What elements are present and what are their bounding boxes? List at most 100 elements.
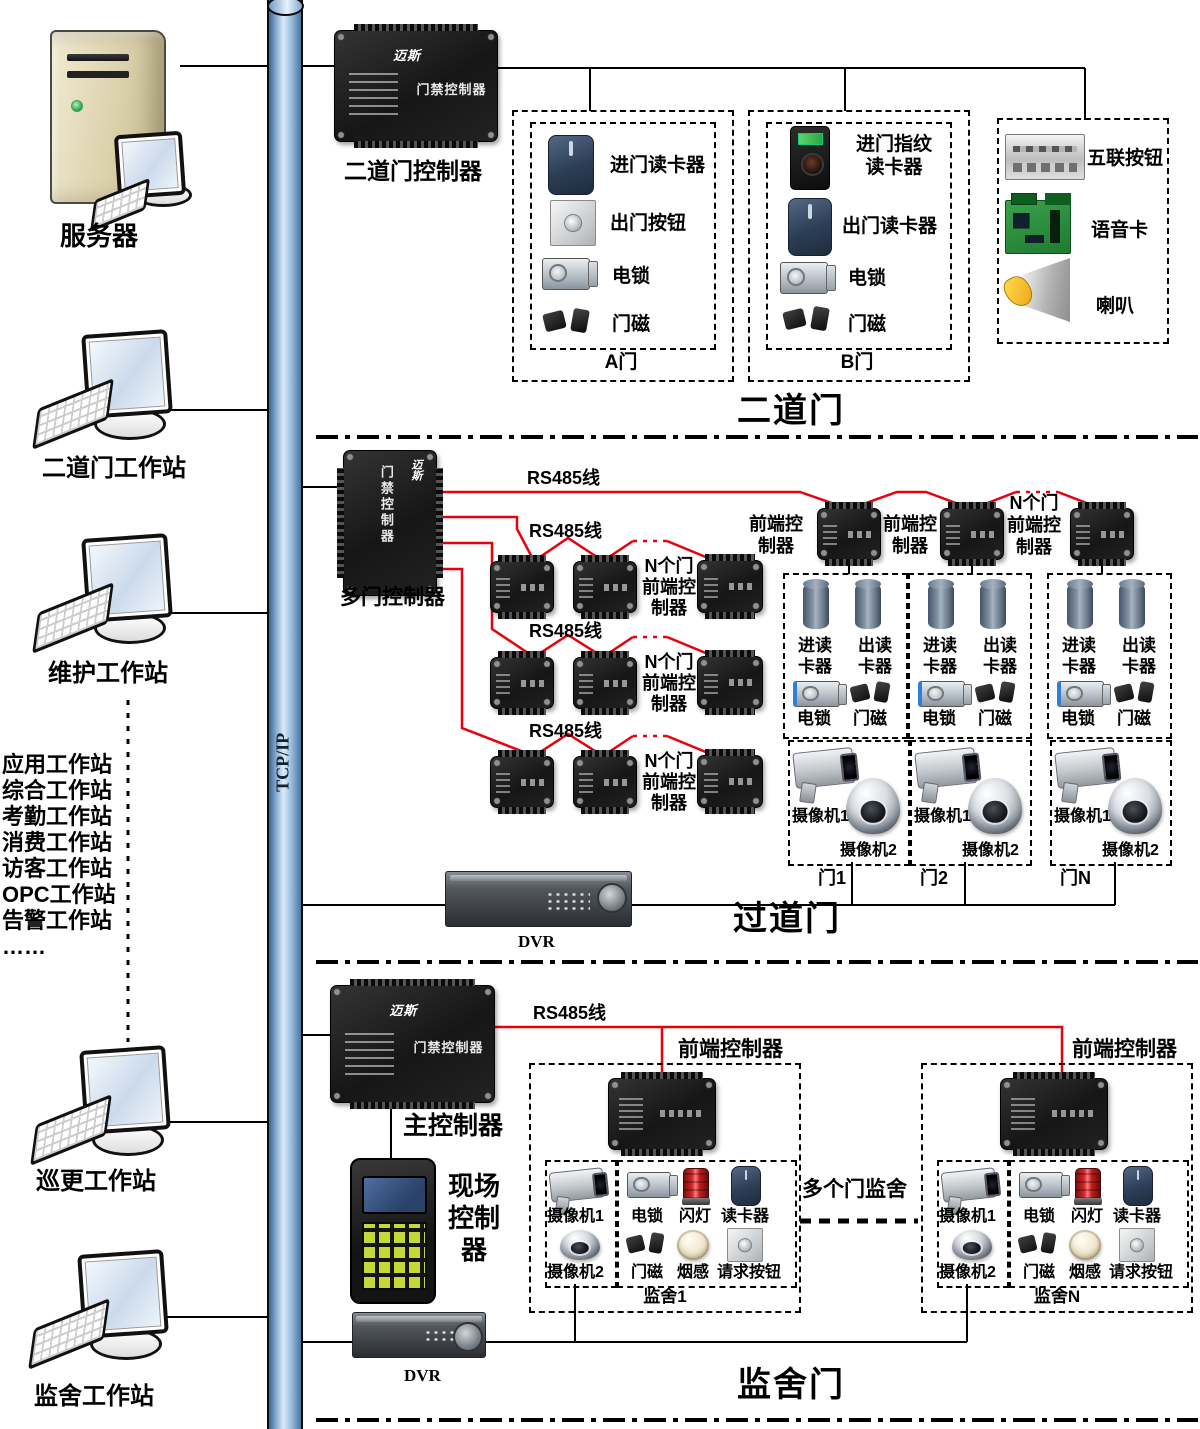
multi-door-controller-device: 门禁控制器 迈斯	[337, 450, 443, 596]
dome-camera-icon	[968, 778, 1022, 834]
fingerprint-reader-label: 进门指纹 读卡器	[855, 134, 932, 178]
field-controller-label: 现场 控制 器	[447, 1171, 500, 1265]
camera2-label: 摄像机2	[840, 842, 897, 859]
strobe-light-icon	[681, 1168, 711, 1205]
rs485-label: RS485线	[529, 621, 603, 641]
camera2-label: 摄像机2	[547, 1264, 604, 1281]
front-controller-device	[940, 502, 1004, 566]
door2-label: 门2	[920, 868, 949, 888]
workstation-label: 维护工作站	[48, 660, 168, 687]
entry-reader-icon	[1067, 579, 1093, 629]
brand-logo: 迈斯	[389, 1003, 418, 1019]
dvr-label: DVR	[518, 932, 555, 951]
bullet-camera-icon	[914, 746, 978, 790]
request-button-label: 请求按钮	[717, 1264, 782, 1281]
front-controller-device	[573, 750, 637, 814]
door2-device-box: 进读 卡器 出读 卡器 电锁 门磁	[908, 573, 1032, 739]
connector-pins	[337, 467, 344, 579]
rs485-label: RS485线	[533, 1003, 607, 1023]
front-controller-label: 前端控制器	[678, 1038, 783, 1061]
exit-reader-label: 出门读卡器	[842, 216, 938, 237]
workstation-label: 二道门工作站	[42, 455, 186, 482]
front-controller-label: 前端控制器	[1072, 1038, 1177, 1061]
field-controller-device	[350, 1158, 436, 1304]
lock-label: 电锁	[631, 1208, 664, 1225]
section1-title: 二道门	[737, 392, 845, 430]
voice-card-label: 语音卡	[1091, 220, 1149, 241]
dome-camera-icon	[1108, 778, 1162, 834]
door-a-label: A门	[604, 352, 638, 373]
electric-lock-icon	[1057, 681, 1112, 707]
door-b-box	[748, 110, 970, 382]
camera1-label: 摄像机1	[1054, 808, 1111, 825]
n-door-front-controller-label: N个门 前端控 制器	[642, 652, 696, 714]
door1-camera-box: 摄像机1 摄像机2	[788, 740, 910, 866]
exit-button-label: 出门按钮	[610, 213, 687, 234]
door-magnet-icon	[627, 1232, 665, 1256]
dome-camera-icon	[846, 778, 900, 834]
front-controller-device	[608, 1072, 716, 1156]
smoke-detector-icon	[677, 1230, 709, 1260]
camera1-label: 摄像机1	[547, 1208, 604, 1225]
electric-lock-icon	[542, 258, 599, 290]
card-reader-icon	[1123, 1166, 1153, 1206]
camera2-label: 摄像机2	[939, 1264, 996, 1281]
reader-label: 读卡器	[1113, 1208, 1162, 1225]
door-a-box	[512, 110, 734, 382]
lock-label: 电锁	[848, 268, 887, 289]
main-controller-label: 主控制器	[403, 1112, 504, 1140]
entry-reader-icon	[803, 579, 829, 629]
camera2-label: 摄像机2	[1102, 842, 1159, 859]
front-controller-device	[490, 651, 554, 715]
exit-button-icon	[550, 200, 596, 246]
door2-camera-box: 摄像机1 摄像机2	[910, 740, 1032, 866]
front-controller-device	[1000, 1072, 1108, 1156]
workstation-label: 监舍工作站	[34, 1383, 154, 1410]
main-controller-device: 迈斯 门禁控制器	[330, 979, 495, 1109]
rs485-label: RS485线	[529, 721, 603, 741]
section3-title: 监舍门	[737, 1366, 845, 1404]
workstation-icon	[32, 329, 182, 450]
lan-wires	[148, 65, 1116, 1343]
cellN-box: 摄像机1 摄像机2 电锁 闪灯 读卡器 门磁 烟感 请求按钮 监舍N	[921, 1063, 1193, 1313]
pipe-cap	[267, 0, 304, 16]
front-controller-device	[697, 554, 763, 619]
tcpip-bus	[267, 0, 304, 1429]
workstation-icon	[32, 533, 182, 654]
front-controller-label: 前端控 制器	[749, 514, 803, 556]
speaker-label: 喇叭	[1096, 296, 1135, 317]
door1-device-box: 进读 卡器 出读 卡器 电锁 门磁	[783, 573, 908, 739]
exit-reader-icon	[1119, 579, 1145, 629]
entry-card-reader-icon	[548, 135, 594, 195]
bullet-camera-icon	[1054, 746, 1118, 790]
smoke-label: 烟感	[1069, 1264, 1102, 1281]
speaker-horn-icon	[1006, 258, 1070, 322]
dome-camera-icon	[952, 1230, 992, 1260]
aux-box	[997, 118, 1169, 344]
smoke-label: 烟感	[677, 1264, 710, 1281]
request-button-label: 请求按钮	[1109, 1264, 1174, 1281]
door-magnet-icon	[976, 681, 1016, 705]
door-a-inner-box	[530, 122, 716, 350]
camera2-label: 摄像机2	[962, 842, 1019, 859]
voice-card-icon	[1005, 193, 1071, 254]
workstation-list: 应用工作站 综合工作站 考勤工作站 消费工作站 访客工作站 OPC工作站 告警工…	[2, 752, 116, 959]
strobe-label: 闪灯	[1071, 1208, 1104, 1225]
dome-camera-icon	[560, 1230, 600, 1260]
cell-device-box: 电锁 闪灯 读卡器 门磁 烟感 请求按钮	[1009, 1160, 1189, 1288]
magnet-label: 门磁	[978, 709, 1012, 728]
rs485-label: RS485线	[527, 468, 601, 488]
cell-camera-box: 摄像机1 摄像机2	[937, 1160, 1009, 1288]
smoke-detector-icon	[1069, 1230, 1101, 1260]
front-controller-device	[697, 749, 763, 814]
two-door-controller-label: 二道门控制器	[344, 158, 482, 184]
dvr-device	[352, 1312, 486, 1358]
electric-lock-icon	[1019, 1172, 1071, 1198]
request-button-icon	[1119, 1228, 1155, 1262]
lock-label: 电锁	[1023, 1208, 1056, 1225]
connector-pins	[349, 979, 476, 986]
door-magnet-icon	[851, 681, 891, 705]
workstation-icon	[30, 1045, 180, 1166]
electric-lock-icon	[793, 681, 848, 707]
n-door-front-controller-label: N个门 前端控 制器	[642, 556, 696, 618]
